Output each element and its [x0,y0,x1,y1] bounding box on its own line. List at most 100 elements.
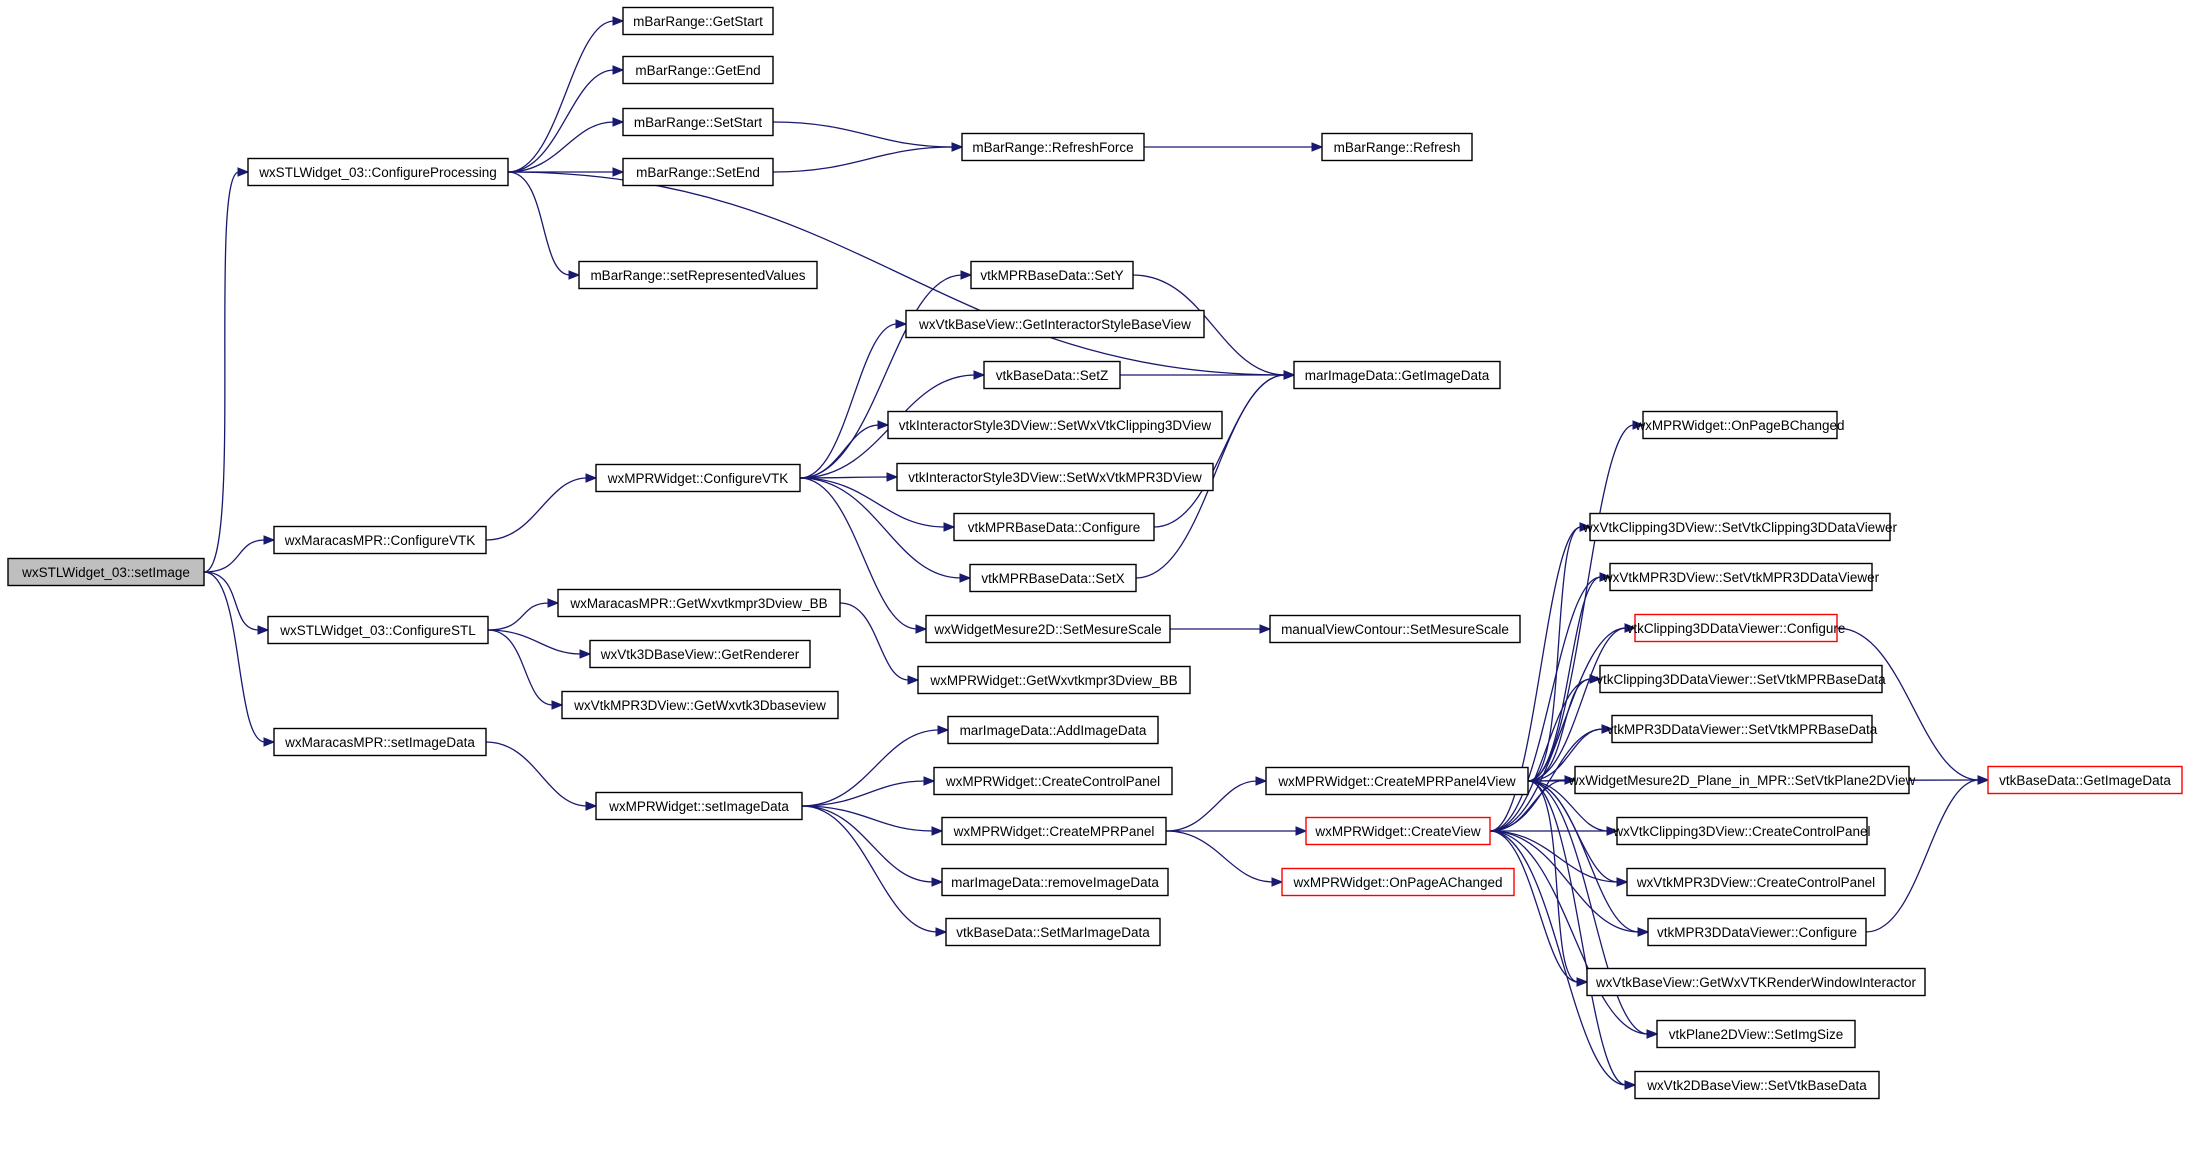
node-n30[interactable]: wxMPRWidget::CreateMPRPanel [941,816,1167,846]
node-n14[interactable]: vtkMPRBaseData::SetY [970,260,1134,290]
node-n32[interactable]: vtkBaseData::SetMarImageData [945,917,1161,947]
node-n17[interactable]: vtkInteractorStyle3DView::SetWxVtkClippi… [887,410,1223,440]
call-edge-n34-n39 [1489,623,1637,832]
call-edge-n30-n34 [1166,826,1308,836]
node-label: wxMPRWidget::CreateView [1314,824,1481,839]
node-n28[interactable]: marImageData::AddImageData [947,715,1159,745]
call-edge-n34-n45 [1489,830,1650,937]
arrowhead-icon [612,65,625,75]
node-n42[interactable]: wxWidgetMesure2D_Plane_in_MPR::SetVtkPla… [1568,765,1916,795]
node-n39[interactable]: vtkClipping3DDataViewer::Configure [1627,613,1846,643]
node-label: vtkBaseData::GetImageData [1999,773,2171,788]
node-n5[interactable]: mBarRange::GetStart [622,6,774,36]
node-n46[interactable]: wxVtkBaseView::GetWxVTKRenderWindowInter… [1586,967,1926,997]
call-edge-n27-n30 [801,805,944,836]
node-n2[interactable]: wxMaracasMPR::ConfigureVTK [273,525,487,555]
node-n7[interactable]: mBarRange::SetStart [622,107,774,137]
arrowhead-icon [1637,927,1650,937]
node-n47[interactable]: vtkPlane2DView::SetImgSize [1656,1019,1856,1049]
node-box [1269,614,1521,644]
arrowhead-icon [1616,877,1629,887]
call-edge-n13-n19 [799,477,956,532]
node-n12[interactable]: marImageData::GetImageData [1293,360,1501,390]
node-box [622,157,774,187]
node-n19[interactable]: vtkMPRBaseData::Configure [953,512,1155,542]
node-n8[interactable]: mBarRange::SetEnd [622,157,774,187]
node-n1[interactable]: wxSTLWidget_03::ConfigureProcessing [247,157,509,187]
call-edges [203,16,1990,1090]
node-n9[interactable]: mBarRange::setRepresentedValues [578,260,818,290]
node-label: wxMaracasMPR::setImageData [284,735,475,750]
call-edge-n30-n35 [1165,830,1284,887]
node-n3[interactable]: wxSTLWidget_03::ConfigureSTL [267,615,489,645]
node-label: vtkBaseData::SetZ [996,368,1109,383]
node-n13[interactable]: wxMPRWidget::ConfigureVTK [595,463,801,493]
node-n48[interactable]: wxVtk2DBaseView::SetVtkBaseData [1634,1070,1880,1100]
arrowhead-icon [1283,370,1296,380]
node-n38[interactable]: wxVtkMPR3DView::SetVtkMPR3DDataViewer [1602,562,1880,592]
arrowhead-icon [551,700,564,710]
node-n41[interactable]: vtkMPR3DDataViewer::SetVtkMPRBaseData [1607,714,1878,744]
call-edge-n39-n49 [1836,627,1990,785]
node-n21[interactable]: wxWidgetMesure2D::SetMesureScale [925,614,1171,644]
node-n16[interactable]: vtkBaseData::SetZ [983,360,1121,390]
node-n22[interactable]: manualViewContour::SetMesureScale [1269,614,1521,644]
node-n11[interactable]: mBarRange::Refresh [1321,132,1473,162]
node-label: vtkMPR3DDataViewer::SetVtkMPRBaseData [1607,722,1878,737]
node-n6[interactable]: mBarRange::GetEnd [622,55,774,85]
node-n29[interactable]: wxMPRWidget::CreateControlPanel [933,766,1173,796]
node-box [557,588,841,618]
node-label: wxMPRWidget::ConfigureVTK [607,471,789,486]
node-label: mBarRange::GetStart [633,14,763,29]
node-box [1293,360,1501,390]
node-label: manualViewContour::SetMesureScale [1281,622,1509,637]
node-box [941,867,1169,897]
call-edge-n1-n7 [507,117,625,173]
call-edge-n34-n38 [1489,572,1612,832]
node-label: wxSTLWidget_03::ConfigureSTL [279,623,476,638]
node-n35[interactable]: wxMPRWidget::OnPageAChanged [1281,867,1515,897]
node-n24[interactable]: wxVtk3DBaseView::GetRenderer [589,639,811,669]
call-edge-n20-n12 [1135,370,1296,579]
node-label: wxMPRWidget::GetWxvtkmpr3Dview_BB [929,673,1177,688]
node-n20[interactable]: vtkMPRBaseData::SetX [969,563,1137,593]
node-n27[interactable]: wxMPRWidget::setImageData [595,791,803,821]
node-n0[interactable]: wxSTLWidget_03::setImage [7,557,205,587]
node-n45[interactable]: vtkMPR3DDataViewer::Configure [1647,917,1867,947]
node-n43[interactable]: wxVtkClipping3DView::CreateControlPanel [1612,816,1871,846]
node-n36[interactable]: wxMPRWidget::OnPageBChanged [1634,410,1845,440]
node-label: mBarRange::setRepresentedValues [590,268,805,283]
call-edge-n0-n4 [203,571,276,747]
node-n37[interactable]: wxVtkClipping3DView::SetVtkClipping3DDat… [1582,512,1897,542]
node-box [622,107,774,137]
node-label: marImageData::removeImageData [951,875,1159,890]
call-edge-n27-n28 [801,725,950,807]
call-edge-n21-n22 [1170,624,1272,634]
arrowhead-icon [568,270,581,280]
arrowhead-icon [1271,877,1284,887]
node-box [1656,1019,1856,1049]
node-n18[interactable]: vtkInteractorStyle3DView::SetWxVtkMPR3DV… [896,462,1214,492]
node-n4[interactable]: wxMaracasMPR::setImageData [273,727,487,757]
node-n10[interactable]: mBarRange::RefreshForce [961,132,1145,162]
call-edge-n4-n27 [485,741,598,811]
node-label: vtkInteractorStyle3DView::SetWxVtkClippi… [899,418,1212,433]
node-n26[interactable]: wxMPRWidget::GetWxvtkmpr3Dview_BB [917,665,1191,695]
node-n15[interactable]: wxVtkBaseView::GetInteractorStyleBaseVie… [905,309,1205,339]
node-n33[interactable]: wxMPRWidget::CreateMPRPanel4View [1265,766,1529,796]
arrowhead-icon [612,117,625,127]
node-n44[interactable]: wxVtkMPR3DView::CreateControlPanel [1626,867,1886,897]
node-n25[interactable]: wxVtkMPR3DView::GetWxvtk3Dbaseview [561,690,839,720]
arrowhead-icon [907,675,920,685]
node-box [1265,766,1529,796]
node-label: mBarRange::GetEnd [635,63,760,78]
node-n34[interactable]: wxMPRWidget::CreateView [1305,816,1491,846]
node-n40[interactable]: vtkClipping3DDataViewer::SetVtkMPRBaseDa… [1596,664,1886,694]
node-n23[interactable]: wxMaracasMPR::GetWxvtkmpr3Dview_BB [557,588,841,618]
call-edge-n27-n32 [801,805,948,937]
node-n49[interactable]: vtkBaseData::GetImageData [1987,765,2183,795]
arrowhead-icon [263,737,276,747]
node-n31[interactable]: marImageData::removeImageData [941,867,1169,897]
node-box [561,690,839,720]
node-box [1586,967,1926,997]
